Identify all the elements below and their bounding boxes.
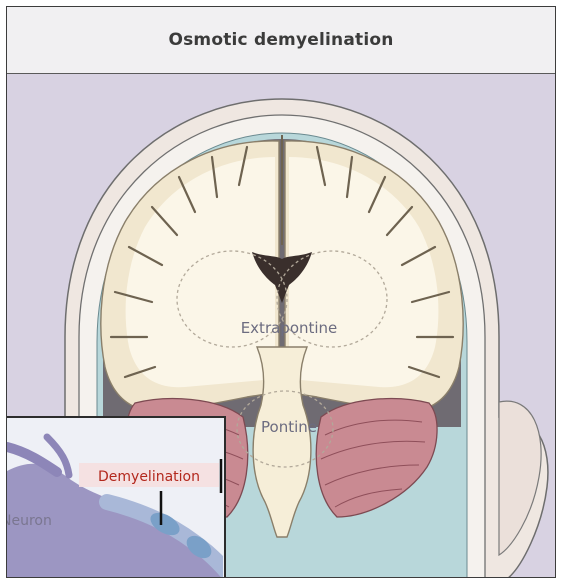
demyelination-label: Demyelination bbox=[98, 469, 200, 485]
extrapontine-label: Extrapontine bbox=[241, 319, 338, 337]
neuron-inset: Demyelination Neuron bbox=[7, 417, 227, 578]
figure-title-text: Osmotic demyelination bbox=[168, 30, 393, 50]
brain-illustration: Extrapontine Pontine Demyelination Neuro… bbox=[7, 7, 556, 578]
neuron-label: Neuron bbox=[7, 513, 52, 529]
title-bar-overlay: Osmotic demyelination bbox=[7, 7, 555, 74]
pontine-label: Pontine bbox=[261, 418, 317, 436]
figure-frame: Extrapontine Pontine Demyelination Neuro… bbox=[6, 6, 556, 578]
